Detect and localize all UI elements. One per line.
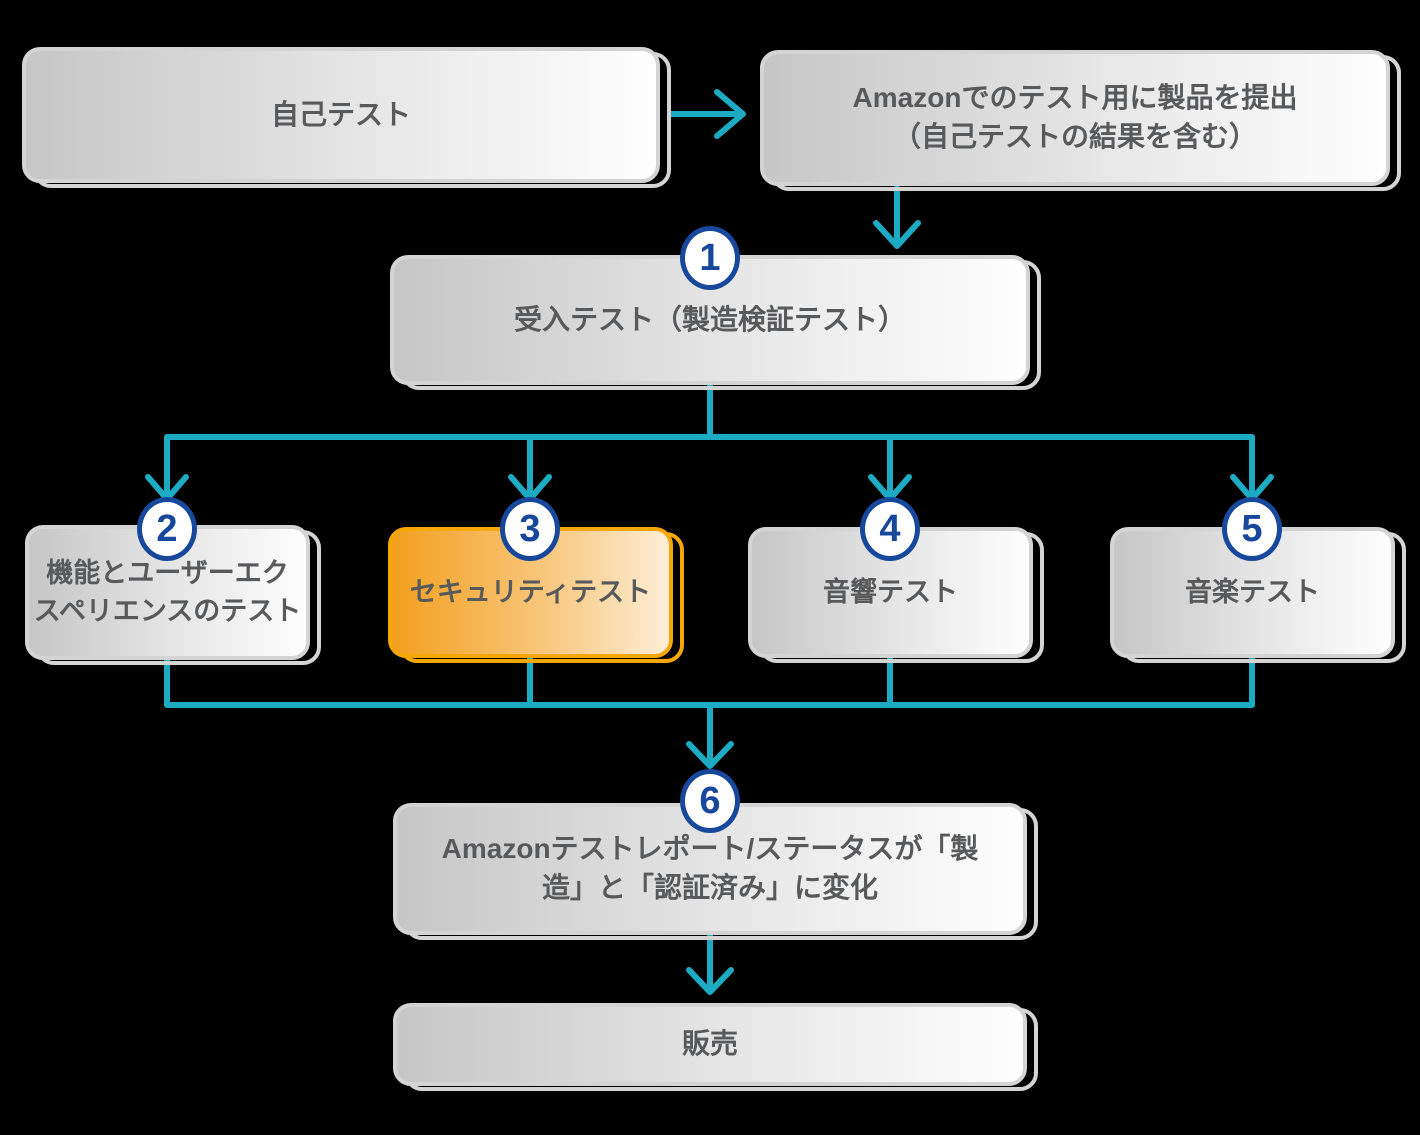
badge-step5: 5 [1222,497,1282,561]
badge-step6: 6 [680,769,740,833]
node-label: 音響テスト [823,576,958,607]
node-acoustic-test: 音響テスト [748,527,1044,663]
node-label: 販売 [681,1028,738,1060]
node-label-line1: Amazonテストレポート/ステータスが「製 [441,833,979,865]
badge-step4: 4 [860,497,920,561]
node-submit-product: Amazonでのテスト用に製品を提出 （自己テストの結果を含む） [760,50,1401,191]
arrow-step6-to-sale [686,932,734,995]
node-label-line1: Amazonでのテスト用に製品を提出 [852,82,1298,114]
connector-step1-distribution [145,382,1274,502]
arrow-self-test-to-submit [667,89,746,139]
badge-step3: 3 [500,497,560,561]
node-label: 自己テスト [270,98,411,130]
node-label-line1: 機能とユーザーエク [46,558,289,589]
node-label: 音楽テスト [1185,576,1320,607]
badge-step1: 1 [680,226,740,290]
badge-step2: 2 [137,497,197,561]
node-label: セキュリティテスト [409,576,652,607]
connector-converge-step6 [164,652,1255,769]
node-label: 受入テスト（製造検証テスト） [513,303,906,335]
node-self-test: 自己テスト [22,47,671,188]
node-label-line2: （自己テストの結果を含む） [892,121,1257,152]
node-sale: 販売 [393,1003,1038,1091]
node-label-line2: スペリエンスのテスト [33,595,302,626]
arrow-submit-to-step1 [873,185,921,249]
node-label-line2: 造」と「認証済み」に変化 [541,872,878,903]
